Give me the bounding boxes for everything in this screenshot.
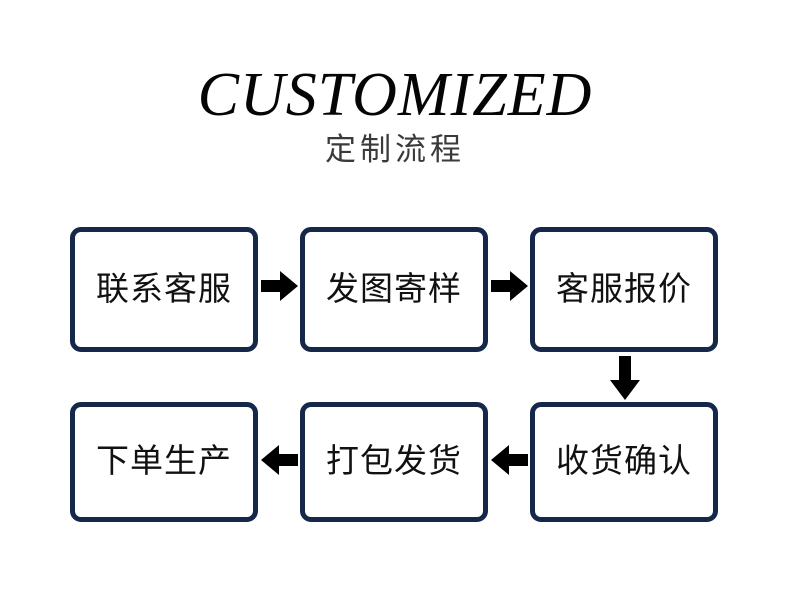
flow-step-label: 发图寄样 (326, 271, 462, 308)
flow-step-label: 客服报价 (556, 271, 692, 308)
flow-step-label: 收货确认 (556, 444, 692, 480)
flow-step-contact-service[interactable]: 联系客服 (70, 227, 258, 352)
flow-step-pack-and-ship[interactable]: 打包发货 (300, 402, 488, 522)
flow-step-label: 打包发货 (326, 444, 462, 480)
arrow-right-icon (261, 269, 298, 303)
page-title: CUSTOMIZED (197, 61, 593, 129)
arrow-right-icon (491, 269, 528, 303)
flow-step-send-images-samples[interactable]: 发图寄样 (300, 227, 488, 352)
flow-step-confirm-receipt[interactable]: 收货确认 (530, 402, 718, 522)
arrow-down-icon (608, 356, 642, 400)
title-block: CUSTOMIZED 定制流程 (0, 62, 790, 170)
flow-step-label: 联系客服 (96, 271, 232, 308)
arrow-left-icon (491, 443, 528, 477)
flow-step-service-quotation[interactable]: 客服报价 (530, 227, 718, 352)
flow-step-label: 下单生产 (96, 444, 232, 480)
arrow-left-icon (261, 443, 298, 477)
page-subtitle: 定制流程 (325, 132, 465, 167)
flow-step-place-order-production[interactable]: 下单生产 (70, 402, 258, 522)
